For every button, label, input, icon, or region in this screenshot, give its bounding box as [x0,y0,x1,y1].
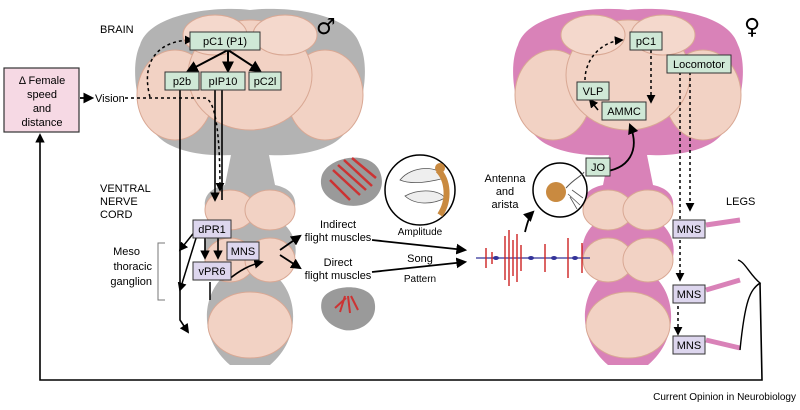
node-mns-male-label: MNS [231,246,255,258]
vnc-label-line2: NERVE [100,196,138,208]
node-boxes [3,31,732,355]
antenna-label-line1: Antenna [485,173,527,185]
female-cue-line1: Δ Female [19,75,65,87]
node-ammc-label: AMMC [607,106,641,118]
song-label: Song [407,253,433,265]
vision-label: Vision [95,93,125,105]
node-mns-f1-box [672,219,706,239]
node-pc2l-box [248,71,282,91]
node-mns-male-box [226,241,260,261]
amplitude-label: Amplitude [398,227,443,238]
female-cue-line4: distance [22,117,63,129]
credit-label: Current Opinion in Neurobiology [653,392,796,403]
direct-label-line2: flight muscles [305,270,372,282]
meso-label-line2: thoracic [113,261,152,273]
brain-label: BRAIN [100,24,134,36]
node-jo-box [585,157,611,177]
node-pc1p1-box [189,31,261,51]
node-vlp-label: VLP [583,86,604,98]
node-pc1p1-label: pC1 (P1) [203,36,247,48]
node-jo-label: JO [591,162,606,174]
direct-muscle-icon [321,287,376,331]
node-p2b-box [164,71,200,91]
node-vlp-box [576,81,610,101]
song-trace [476,230,590,286]
legs-label: LEGS [726,196,755,208]
meso-label-line1: Meso [113,246,140,258]
indirect-label-line2: flight muscles [305,232,372,244]
node-mns-f3-box [672,335,706,355]
male-symbol: ♂ [316,15,336,40]
node-dpr1-box [192,219,232,239]
vnc-label-line1: VENTRAL [100,183,151,195]
node-mns-f2-box [672,284,706,304]
node-pip10-box [200,71,246,91]
node-pip10-label: pIP10 [209,76,238,88]
direct-label-line1: Direct [324,257,353,269]
female-cue-line3: and [33,103,51,115]
node-pc1-female-label: pC1 [636,36,656,48]
node-mns-f1-label: MNS [677,224,701,236]
node-locomotor-box [666,54,732,74]
fly-wing-icon [384,154,456,226]
indirect-label-line1: Indirect [320,219,356,231]
node-mns-f3-label: MNS [677,340,701,352]
node-pc2l-label: pC2l [254,76,277,88]
node-vpr6-box [192,261,232,281]
male-circuit-arrows [125,35,535,334]
node-mns-f2-label: MNS [677,289,701,301]
node-p2b-label: p2b [173,76,191,88]
antenna-icon [532,162,588,218]
female-cue-line2: speed [27,89,57,101]
indirect-muscle-icon [320,157,382,206]
node-pc1-female-box [629,31,663,51]
meso-label-line3: ganglion [110,276,152,288]
pattern-label: Pattern [404,274,436,285]
antenna-label-line3: arista [492,199,520,211]
node-vpr6-label: vPR6 [199,266,226,278]
vnc-label-line3: CORD [100,209,132,221]
female-symbol: ♀ [744,15,760,40]
node-dpr1-label: dPR1 [198,224,226,236]
female-cue-box [3,67,80,133]
meso-bracket [157,242,165,301]
node-locomotor-label: Locomotor [673,59,725,71]
antenna-label-line2: and [496,186,514,198]
node-ammc-box [601,101,647,121]
